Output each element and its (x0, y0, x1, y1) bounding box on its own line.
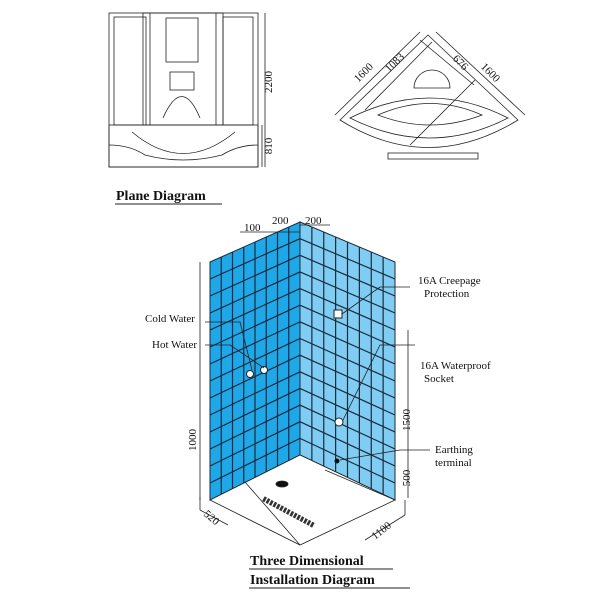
tile-grout-line (209, 254, 301, 297)
dim-right-500: 500 (401, 469, 413, 486)
tile-grout-line (299, 371, 396, 416)
callout-hot-water: Hot Water (152, 339, 197, 351)
front-elevation-drawing (108, 12, 266, 168)
tile-grout-line (209, 304, 301, 348)
plane-diagram-title: Plane Diagram (116, 189, 206, 204)
tile-grout-line (209, 238, 301, 280)
callout-socket-line1: 16A Waterproof (420, 360, 491, 372)
dim-top-200a: 200 (272, 215, 289, 227)
tile-grout-line (299, 421, 396, 467)
tile-grout-line (299, 437, 396, 484)
dim-top-200b: 200 (305, 215, 322, 227)
dim-height-2200: 2200 (263, 71, 275, 94)
cold-water-inlet (246, 370, 254, 378)
floor-details (199, 262, 409, 546)
dim-floor-520: 520 (201, 508, 222, 528)
tile-grout-line (299, 304, 396, 348)
dim-base-810: 810 (263, 137, 275, 154)
tile-grout-line (299, 321, 396, 365)
callout-creepage-line2: Protection (424, 288, 470, 300)
tile-grout-line (299, 288, 396, 331)
tile-grout-line (209, 421, 301, 467)
tile-grout-line (209, 271, 301, 314)
callout-socket-line2: Socket (424, 373, 454, 385)
callout-lines (205, 224, 430, 461)
tile-grout-line (209, 288, 301, 331)
dim-top-right-1600: 1600 (478, 61, 502, 85)
installation-walls (209, 221, 396, 501)
tile-grout-line (299, 254, 396, 297)
dim-top-right-676: 676 (450, 53, 471, 74)
callout-cold-water: Cold Water (145, 313, 195, 325)
tile-grout-line (209, 404, 301, 450)
tile-grout-line (209, 321, 301, 365)
install-title-line1: Three Dimensional (250, 554, 364, 569)
callout-creepage-line1: 16A Creepage (418, 275, 481, 287)
dim-left-1000: 1000 (187, 429, 199, 452)
callout-earthing-line1: Earthing (435, 444, 473, 456)
dim-top-left-1600: 1600 (352, 61, 376, 85)
tile-grout-line (299, 354, 396, 399)
top-view-drawing (334, 31, 526, 160)
tile-grout-line (209, 387, 301, 433)
tile-grout-line (299, 404, 396, 450)
tile-grout-line (299, 271, 396, 314)
waterproof-socket (334, 417, 344, 427)
tile-grout-line (209, 437, 301, 484)
install-title-line2: Installation Diagram (250, 573, 375, 588)
earthing-terminal (334, 458, 340, 464)
creepage-protection-box (333, 309, 343, 319)
tile-grout-line (209, 354, 301, 399)
callout-earthing-line2: terminal (435, 457, 472, 469)
tile-grout-line (209, 371, 301, 416)
hot-water-inlet (260, 366, 268, 374)
tile-grout-line (299, 337, 396, 382)
dim-right-1500: 1500 (401, 409, 413, 432)
tile-grout-line (209, 337, 301, 382)
dim-top-100: 100 (244, 222, 261, 234)
tile-grout-line (299, 238, 396, 280)
dim-floor-1100: 1100 (369, 519, 394, 542)
